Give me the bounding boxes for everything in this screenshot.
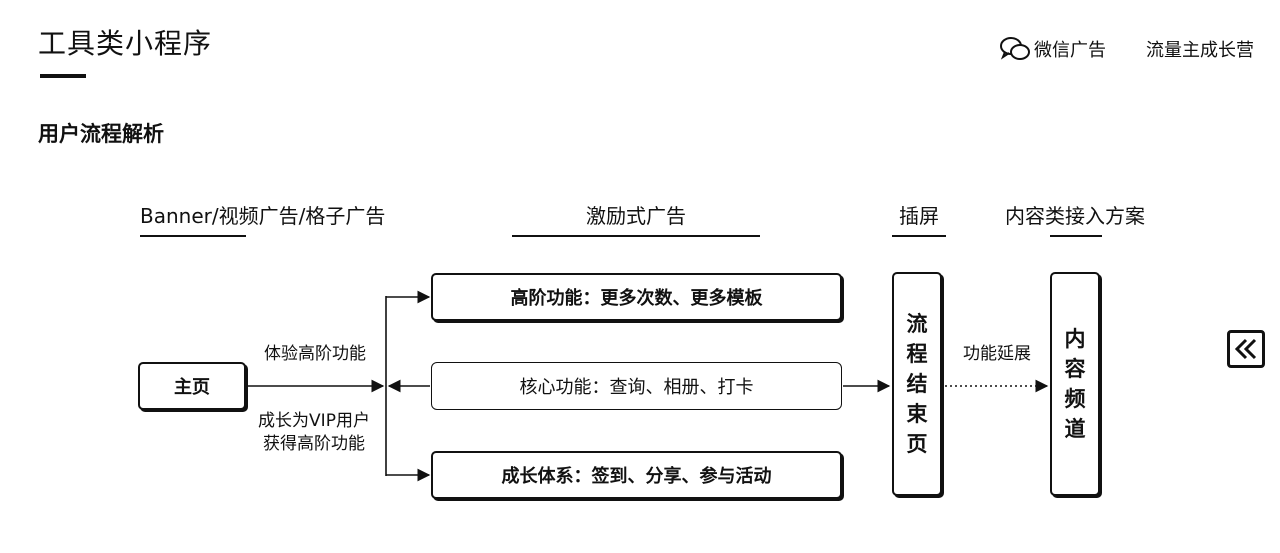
column-rewarded-heading: 激励式广告 <box>586 204 686 228</box>
column-banner-underline <box>140 235 246 237</box>
column-content-underline <box>1050 235 1102 237</box>
node-advanced-label: 高阶功能：更多次数、更多模板 <box>510 288 763 309</box>
node-growth-system: 成长体系：签到、分享、参与活动 <box>431 451 842 499</box>
column-rewarded-underline <box>512 235 760 237</box>
page-title: 工具类小程序 <box>38 27 213 60</box>
brand-slogan: 流量主成长营 <box>1146 40 1254 61</box>
node-content-channel-label: 内容频道 <box>1064 327 1086 441</box>
edge-label-vip-line1: 成长为VIP用户 <box>258 411 370 431</box>
edge-label-extend: 功能延展 <box>963 344 1031 364</box>
node-home: 主页 <box>138 362 246 410</box>
node-growth-label: 成长体系：签到、分享、参与活动 <box>501 466 772 487</box>
column-interstitial-underline <box>892 235 946 237</box>
brand-wechat-ads: 微信广告 <box>1034 40 1106 61</box>
page-subtitle: 用户流程解析 <box>38 122 164 146</box>
collapse-panel-button[interactable] <box>1227 330 1265 368</box>
node-home-label: 主页 <box>174 377 210 398</box>
column-banner-heading: Banner/视频广告/格子广告 <box>140 204 386 228</box>
wechat-bubbles-icon <box>1000 37 1030 60</box>
edge-label-vip-line2: 获得高阶功能 <box>263 434 365 454</box>
node-core-features: 核心功能：查询、相册、打卡 <box>431 362 842 410</box>
node-end-page-label: 流程结束页 <box>906 312 928 456</box>
column-content-heading: 内容类接入方案 <box>1005 204 1145 228</box>
double-chevron-left-icon <box>1234 338 1257 360</box>
node-content-channel: 内容频道 <box>1050 272 1100 496</box>
node-core-label: 核心功能：查询、相册、打卡 <box>519 377 754 398</box>
edge-label-try-advanced: 体验高阶功能 <box>264 344 366 364</box>
title-underline <box>40 74 86 78</box>
node-flow-end-page: 流程结束页 <box>892 272 942 496</box>
column-interstitial-heading: 插屏 <box>899 204 939 228</box>
node-advanced-features: 高阶功能：更多次数、更多模板 <box>431 273 842 321</box>
